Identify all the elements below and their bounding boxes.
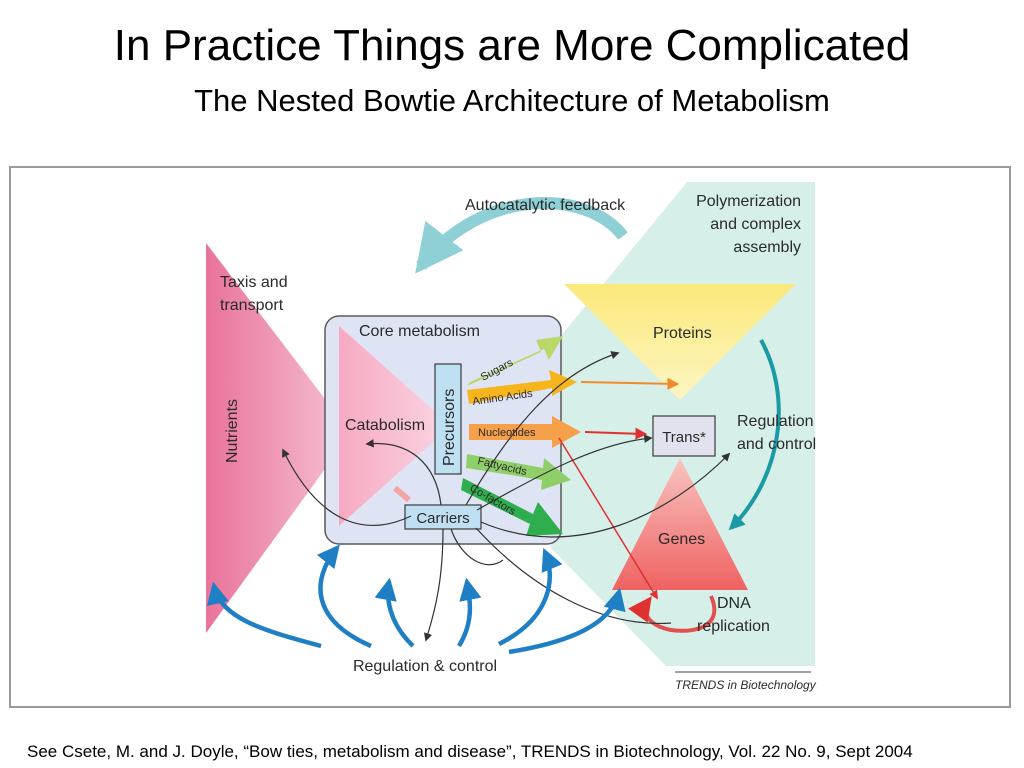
regulation-right-label-1: Regulation (737, 413, 814, 430)
nucleotides-to-trans-arrow (584, 427, 648, 440)
carriers-to-nutrients-arrow (282, 448, 412, 526)
carriers-down-right-arrow (450, 528, 504, 566)
journal-mark: TRENDS in Biotechnology (675, 678, 817, 692)
proteins-label: Proteins (653, 325, 712, 342)
catabolism-label: Catabolism (345, 417, 425, 434)
reg-to-core-left-arrow (316, 544, 372, 649)
nutrients-triangle (206, 243, 351, 633)
nucleotides-arrow (469, 416, 581, 448)
carriers-label: Carriers (416, 510, 469, 527)
carriers-to-dna-arrow (475, 527, 672, 625)
autocatalytic-feedback-label: Autocatalytic feedback (465, 197, 626, 214)
precursors-box (434, 363, 462, 475)
polymerization-label-2: and complex (710, 216, 801, 233)
reg-to-core-right-arrow (497, 547, 563, 647)
catabolism-triangle (339, 326, 451, 526)
regulation-right-label-2: and control (737, 436, 816, 453)
carriers-to-trans-arrow (476, 434, 653, 511)
carriers-down-arrow (423, 528, 444, 642)
precursors-label: Precursors (441, 389, 458, 466)
genes-label: Genes (658, 531, 705, 548)
taxis-label-2: transport (220, 297, 284, 314)
core-metabolism-label: Core metabolism (359, 323, 480, 340)
bowtie-diagram: Autocatalytic feedback Polymerization an… (206, 182, 817, 692)
amino-acids-arrow (467, 370, 577, 404)
trans-box (652, 415, 716, 457)
polymerization-label-3: assembly (733, 239, 801, 256)
nucleotides-label: Nucleotides (478, 427, 536, 439)
regulation-right-arrow (728, 339, 781, 531)
reg-to-carriers-left-arrow (374, 577, 415, 648)
nucleotides-to-dna-arrow (558, 437, 658, 600)
proteins-triangle (564, 284, 796, 400)
black-connectors (282, 351, 731, 642)
taxis-label-1: Taxis and (220, 274, 288, 291)
carriers-box (404, 504, 482, 530)
carriers-to-regulation-arrow (480, 452, 731, 538)
sugars-arrow (467, 336, 563, 386)
genes-triangle (612, 458, 748, 590)
trans-label: Trans* (662, 429, 706, 446)
cofactors-arrow (461, 478, 563, 536)
figure-frame: Autocatalytic feedback Polymerization an… (9, 166, 1011, 708)
dna-label-2: replication (697, 618, 770, 635)
dna-replication-arrow (628, 595, 717, 633)
regulation-bottom-arrows (206, 544, 626, 655)
reg-to-carriers-right-arrow (457, 577, 482, 648)
slide-subtitle: The Nested Bowtie Architecture of Metabo… (194, 83, 830, 118)
citation: See Csete, M. and J. Doyle, “Bow ties, m… (27, 742, 913, 761)
reg-to-genes-arrow (508, 587, 626, 655)
nutrients-label: Nutrients (224, 399, 241, 463)
amino-to-proteins-arrow (580, 377, 680, 390)
carriers-to-catabolism-arrow (365, 439, 442, 506)
dna-label-1: DNA (717, 595, 751, 612)
reg-to-nutrients-arrow (206, 581, 322, 649)
carriers-to-proteins-arrow (465, 351, 620, 506)
catabolism-to-carriers-arrow (393, 485, 411, 503)
autocatalytic-feedback-arrow (415, 197, 628, 274)
slide-title: In Practice Things are More Complicated (113, 21, 911, 70)
polymerization-label-1: Polymerization (696, 193, 801, 210)
regulation-bottom-label: Regulation & control (353, 658, 497, 675)
